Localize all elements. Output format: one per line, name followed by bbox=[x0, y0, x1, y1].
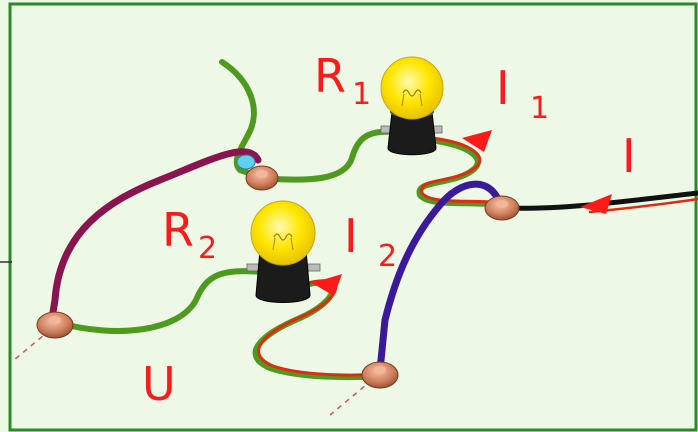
diagram-frame bbox=[8, 2, 698, 432]
wire-purple bbox=[48, 148, 262, 322]
terminal-icon bbox=[36, 311, 74, 339]
terminal-icon bbox=[245, 165, 279, 191]
label-i2-sub: 2 bbox=[378, 239, 397, 274]
wire-i1-red bbox=[420, 136, 504, 206]
light-bulb-icon bbox=[380, 56, 444, 156]
wire-r1-left bbox=[259, 128, 398, 183]
label-r1: R bbox=[314, 49, 346, 103]
label-r1-sub: 1 bbox=[352, 77, 371, 112]
label-r2-sub: 2 bbox=[198, 231, 217, 266]
label-r2: R bbox=[162, 203, 194, 257]
current-arrow-icon bbox=[462, 130, 492, 152]
label-i: I bbox=[622, 129, 636, 183]
label-i1: I bbox=[496, 61, 510, 115]
label-u: U bbox=[142, 357, 176, 411]
wire-blue bbox=[376, 180, 504, 374]
terminal-icon bbox=[484, 195, 520, 221]
wire-i1-green bbox=[416, 137, 503, 209]
wire-left-green bbox=[52, 268, 265, 334]
label-i2: I bbox=[344, 209, 358, 263]
light-bulb-icon bbox=[246, 200, 321, 303]
current-arrow-icon bbox=[312, 274, 342, 296]
terminal-icon bbox=[361, 361, 399, 389]
connector-cyan bbox=[236, 154, 256, 170]
label-i1-sub: 1 bbox=[530, 91, 549, 126]
current-arrow-icon bbox=[580, 194, 612, 214]
dashed-lead-left bbox=[13, 329, 51, 361]
